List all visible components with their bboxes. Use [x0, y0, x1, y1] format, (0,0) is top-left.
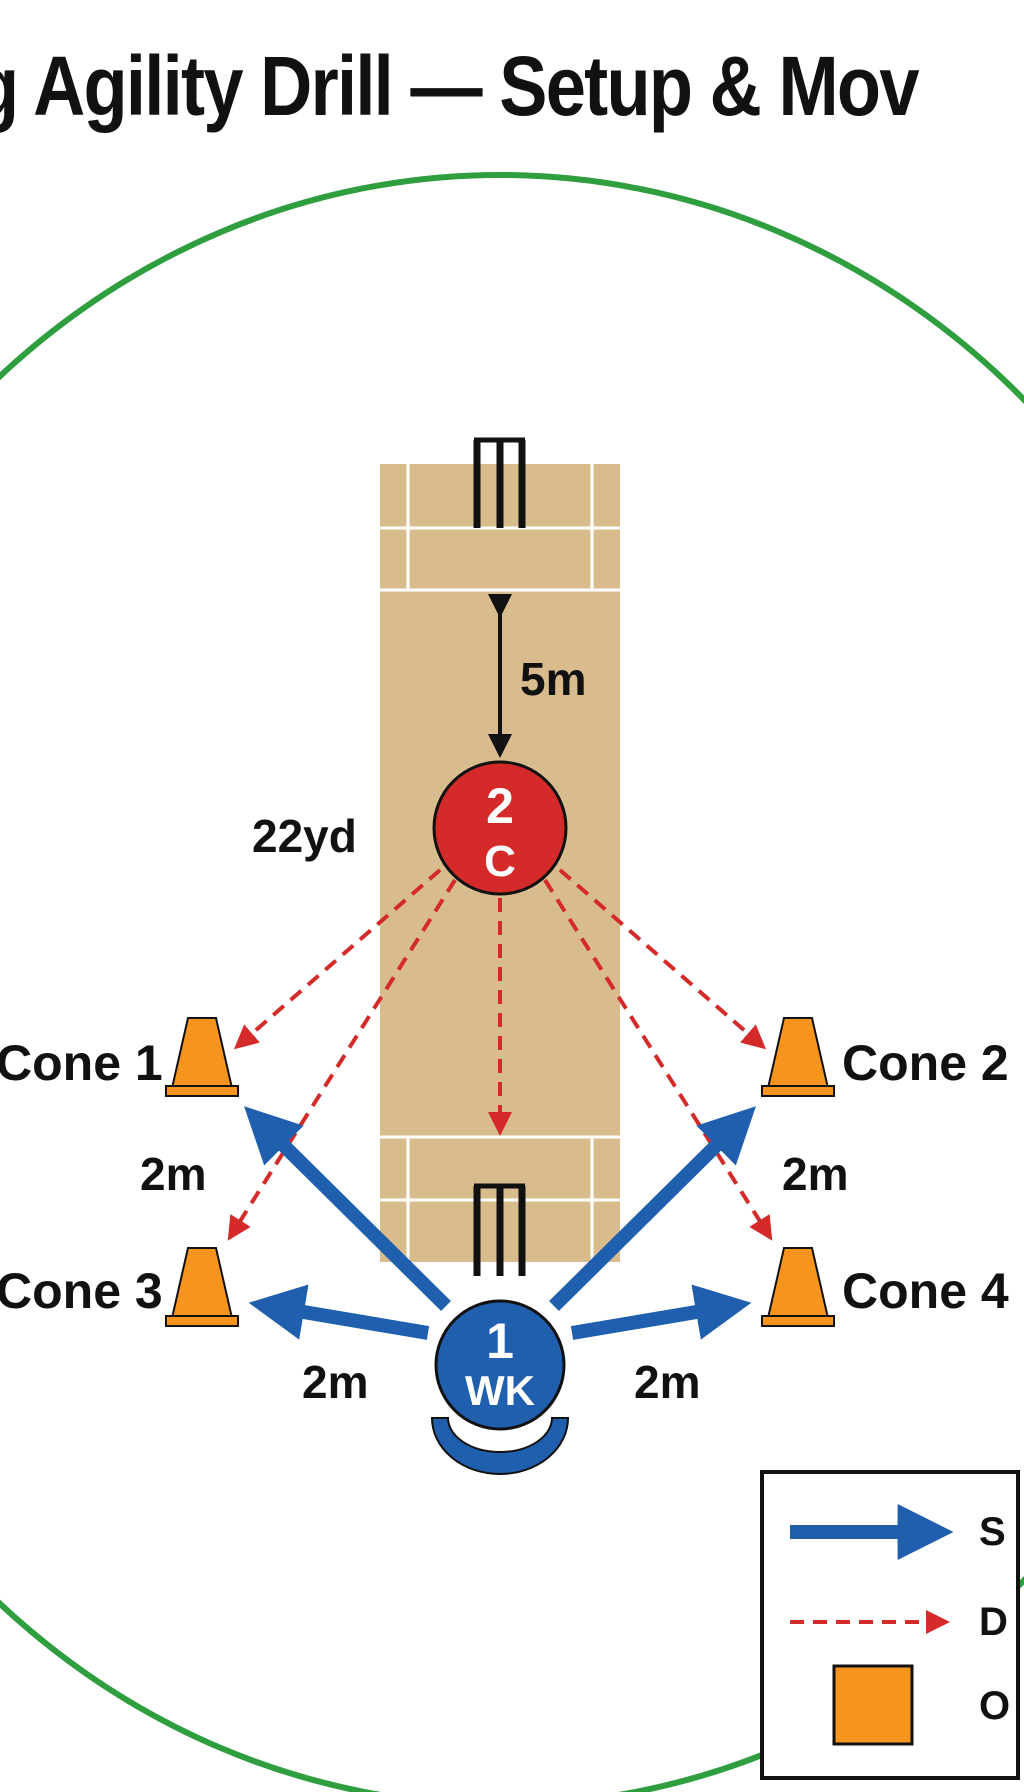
- distance-label-wk-left: 2m: [302, 1356, 368, 1408]
- sprint-arrow-cone4: [570, 1284, 752, 1340]
- legend-orange-square-icon: [832, 1664, 914, 1746]
- sprint-arrow-cone2: [549, 1106, 756, 1311]
- player-wicketkeeper: 1 WK: [430, 1299, 570, 1475]
- direction-arrow-cone2: [558, 868, 767, 1050]
- player-coach: 2 C: [432, 760, 568, 896]
- distance-label-5m: 5m: [520, 653, 586, 705]
- title-text: g Agility Drill — Setup & Mov: [0, 39, 920, 133]
- top-stumps-icon: [473, 437, 526, 528]
- distance-label-wk-right: 2m: [634, 1356, 700, 1408]
- legend: S D O: [760, 1470, 1020, 1780]
- legend-label-sprint: S: [979, 1510, 1006, 1554]
- coach-role: C: [484, 837, 516, 886]
- wk-number: 1: [486, 1313, 514, 1369]
- cone-2-icon: [761, 1017, 835, 1097]
- direction-arrows: [227, 868, 773, 1241]
- direction-arrow-cone1: [233, 868, 442, 1050]
- drill-diagram: 5m 22yd 2 C 1 WK: [0, 172, 1024, 1792]
- legend-symbols: [790, 1504, 954, 1746]
- cone-1-icon: [165, 1017, 239, 1097]
- bottom-stumps-icon: [473, 1183, 526, 1276]
- distance-label-cone1-cone3: 2m: [140, 1148, 206, 1200]
- legend-label-direction: D: [979, 1600, 1008, 1644]
- cone-3-label: Cone 3: [0, 1263, 163, 1319]
- coach-number: 2: [486, 778, 514, 834]
- direction-arrow-cone4: [543, 878, 773, 1241]
- cone-3-icon: [165, 1247, 239, 1327]
- distance-label-cone2-cone4: 2m: [782, 1148, 848, 1200]
- wk-stance-icon: [430, 1417, 570, 1475]
- cone-2-label: Cone 2: [842, 1035, 1009, 1091]
- sprint-arrow-cone3: [248, 1284, 430, 1340]
- boundary-circle: [0, 172, 1024, 1792]
- cone-4-label: Cone 4: [842, 1263, 1009, 1319]
- direction-arrow-cone3: [227, 878, 457, 1241]
- sprint-arrows: [244, 1106, 756, 1340]
- pitch-length-label: 22yd: [252, 810, 357, 862]
- wk-role: WK: [465, 1367, 535, 1414]
- legend-label-cone: O: [979, 1684, 1011, 1728]
- sprint-arrow-cone1: [244, 1106, 451, 1311]
- cone-1-label: Cone 1: [0, 1035, 163, 1091]
- diagram-title: g Agility Drill — Setup & Mov: [0, 38, 1000, 133]
- cone-4-icon: [761, 1247, 835, 1327]
